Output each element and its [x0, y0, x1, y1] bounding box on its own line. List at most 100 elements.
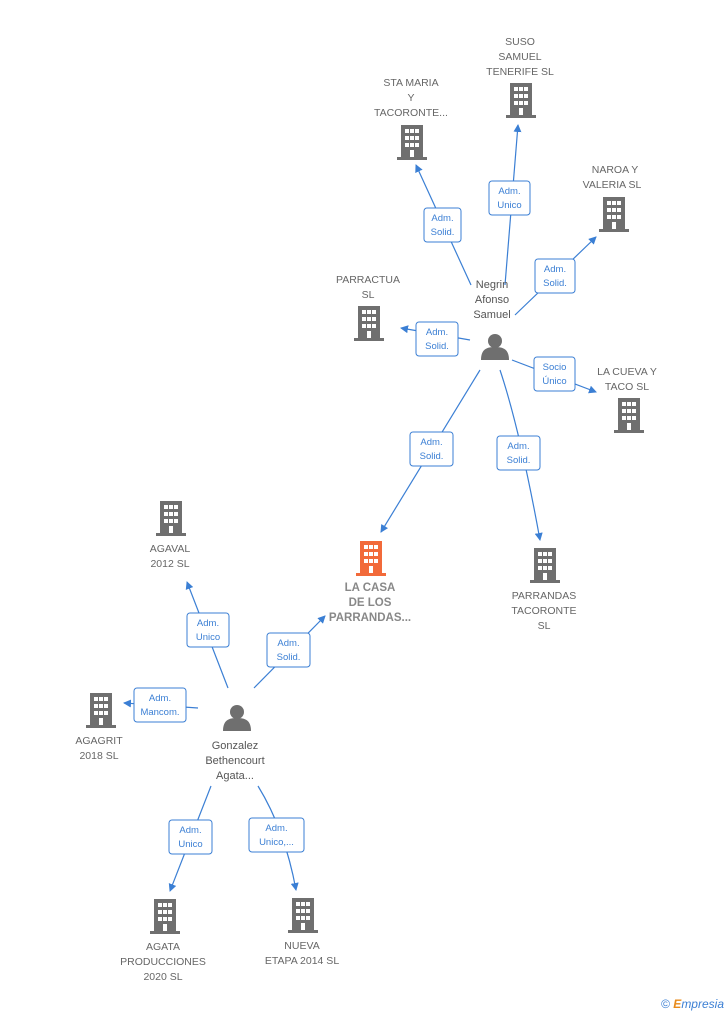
edge-label-negrin-sta-maria: Adm. Solid. [423, 207, 462, 243]
company-node-agagrit[interactable]: AGAGRIT 2018 SL [75, 693, 123, 762]
edge-label-gonzalez-focus: Adm. Solid. [266, 632, 311, 668]
edge-label-line: Adm. [431, 213, 453, 224]
person-label-line: Samuel [473, 309, 510, 321]
person-label-line: Gonzalez [212, 740, 258, 752]
edge-label-line: Mancom. [140, 707, 179, 718]
edge-label-line: Unico [497, 200, 521, 211]
building-icon [506, 83, 536, 118]
edge-label-negrin-cueva: Socio Único [533, 356, 576, 392]
company-label-line: LA CUEVA Y [597, 366, 657, 378]
edge-label-line: Solid. [420, 451, 444, 462]
brand-initial: E [673, 997, 682, 1011]
company-label-line: SUSO [505, 36, 535, 48]
person-label-line: Afonso [475, 294, 509, 306]
company-node-agata-producciones[interactable]: AGATA PRODUCCIONES 2020 SL [120, 899, 206, 983]
edge-label-line: Adm. [149, 693, 171, 704]
company-label-line: TACORONTE [511, 605, 576, 617]
person-label-line: Bethencourt [205, 755, 264, 767]
building-icon [397, 125, 427, 160]
edge-label-negrin-suso: Adm. Unico [488, 180, 531, 216]
company-node-naroa[interactable]: NAROA Y VALERIA SL [583, 164, 642, 232]
company-label-line: TENERIFE SL [486, 66, 554, 78]
building-icon [354, 306, 384, 341]
edge-label-gonzalez-nueva-etapa: Adm. Unico,... [248, 817, 305, 853]
building-icon [288, 898, 318, 933]
company-label-line: DE LOS [349, 597, 392, 609]
edge-label-negrin-focus: Adm. Solid. [409, 431, 454, 467]
company-node-parractua[interactable]: PARRACTUA SL [336, 274, 400, 341]
edge-label-line: Adm. [197, 618, 219, 629]
company-nodes: STA MARIA Y TACORONTE... SUSO SAMUEL TEN… [75, 36, 657, 983]
edge-label-line: Solid. [431, 227, 455, 238]
building-icon [356, 541, 386, 576]
building-icon [599, 197, 629, 232]
edge-label-negrin-parractua: Adm. Solid. [415, 321, 459, 357]
edge-label-line: Unico [196, 632, 220, 643]
company-label-line: LA CASA [345, 582, 396, 594]
person-label-line: Agata... [216, 770, 254, 782]
edges [123, 124, 597, 892]
copyright-icon: © [661, 997, 670, 1011]
company-label-line: PRODUCCIONES [120, 956, 206, 968]
person-node-gonzalez[interactable]: Gonzalez Bethencourt Agata... [205, 705, 265, 782]
company-label-line: 2018 SL [79, 750, 118, 762]
empresia-credit: © Empresia [661, 997, 724, 1011]
company-label-line: TACO SL [605, 381, 649, 393]
company-label-line: Y [407, 92, 414, 104]
company-node-suso[interactable]: SUSO SAMUEL TENERIFE SL [486, 36, 554, 118]
person-nodes: Negrin Afonso Samuel Gonzalez Bethencour… [205, 279, 510, 782]
company-label-line: TACORONTE... [374, 107, 448, 119]
edge-label-line: Adm. [507, 441, 529, 452]
edge-label-line: Adm. [277, 638, 299, 649]
edge-label-line: Adm. [420, 437, 442, 448]
company-label-line: ETAPA 2014 SL [265, 955, 339, 967]
edge-label-line: Socio [543, 362, 567, 373]
company-label-line: NUEVA [284, 940, 319, 952]
person-icon [223, 705, 251, 731]
edge-label-negrin-naroa: Adm. Solid. [534, 258, 576, 294]
building-icon [156, 501, 186, 536]
company-label-line: SL [362, 289, 375, 301]
building-icon [614, 398, 644, 433]
company-label-line: AGAVAL [150, 543, 191, 555]
company-node-agaval[interactable]: AGAVAL 2012 SL [150, 501, 191, 570]
edge-label-line: Único [542, 376, 566, 387]
company-label-line: 2012 SL [150, 558, 189, 570]
person-label-line: Negrin [476, 279, 508, 291]
person-node-negrin[interactable]: Negrin Afonso Samuel [473, 279, 511, 360]
company-label-line: VALERIA SL [583, 179, 642, 191]
company-label-line: PARRACTUA [336, 274, 400, 286]
edge-label-gonzalez-agata-prod: Adm. Unico [168, 819, 213, 855]
edge-label-line: Adm. [179, 825, 201, 836]
edge-label-line: Solid. [277, 652, 301, 663]
building-icon [86, 693, 116, 728]
edge-label-gonzalez-agaval: Adm. Unico [186, 612, 230, 648]
company-node-sta-maria[interactable]: STA MARIA Y TACORONTE... [374, 77, 448, 160]
edge-label-line: Adm. [265, 823, 287, 834]
brand-name: mpresia [681, 997, 724, 1011]
edge-label-line: Solid. [425, 341, 449, 352]
company-label-line: PARRANDAS [512, 590, 577, 602]
company-node-parrandas-tacoronte[interactable]: PARRANDAS TACORONTE SL [511, 548, 577, 632]
edge-label-line: Solid. [507, 455, 531, 466]
company-node-nueva-etapa[interactable]: NUEVA ETAPA 2014 SL [265, 898, 339, 967]
company-node-cueva[interactable]: LA CUEVA Y TACO SL [597, 366, 657, 433]
edge-label-line: Solid. [543, 278, 567, 289]
edge-label-line: Unico,... [259, 837, 294, 848]
company-label-line: PARRANDAS... [329, 612, 411, 624]
edge-label-line: Adm. [544, 264, 566, 275]
edge-labels: Adm. Solid. Adm. Unico Adm. Solid. Adm. … [133, 180, 576, 855]
building-icon [530, 548, 560, 583]
company-label-line: AGAGRIT [75, 735, 123, 747]
edge-label-gonzalez-agagrit: Adm. Mancom. [133, 687, 187, 723]
company-label-line: STA MARIA [383, 77, 438, 89]
company-label-line: NAROA Y [592, 164, 639, 176]
building-icon [150, 899, 180, 934]
edge-label-line: Unico [178, 839, 202, 850]
company-node-focus[interactable]: LA CASA DE LOS PARRANDAS... [329, 541, 411, 624]
edge-label-line: Adm. [426, 327, 448, 338]
edge-label-line: Adm. [498, 186, 520, 197]
company-label-line: SL [538, 620, 551, 632]
edge-label-negrin-parrandas-tac: Adm. Solid. [496, 435, 541, 471]
